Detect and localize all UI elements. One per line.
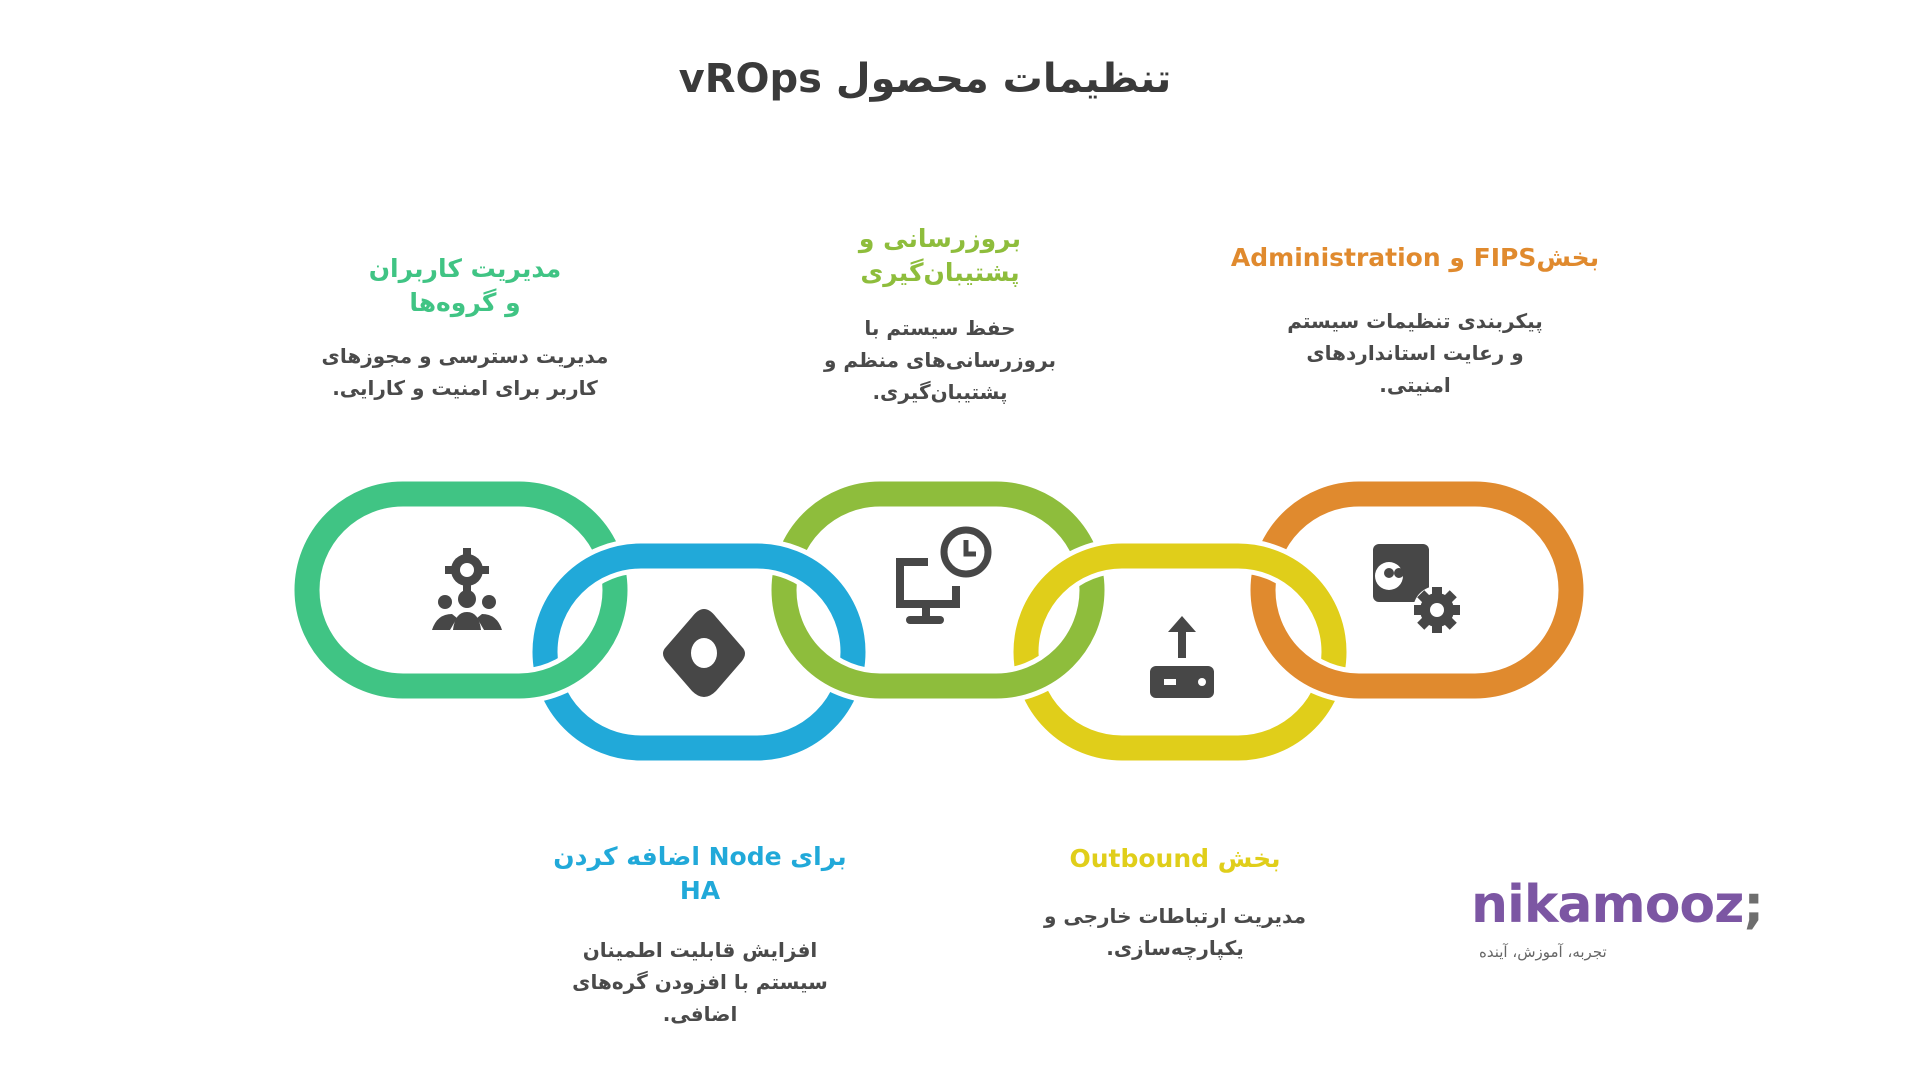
section-body: حفظ سیستم با بروزرسانی‌های منظم و پشتیبا… (823, 316, 1057, 404)
admin-settings-icon (1373, 544, 1461, 634)
section-outbound: بخش Outbound مدیریت ارتباطات خارجی و یکپ… (1025, 842, 1325, 964)
section-body: افزایش قابلیت اطمینان سیستم با افزودن گر… (572, 938, 828, 1026)
logo-tagline: تجربه، آموزش، آینده (1479, 943, 1607, 961)
section-title: بخش Outbound (1069, 844, 1281, 873)
ring-blue (527, 538, 871, 766)
section-body: مدیریت دسترسی و مجوزهای کاربر برای امنیت… (321, 344, 609, 400)
router-upload-icon (1150, 616, 1214, 698)
user-group-gear-icon (432, 548, 502, 630)
ring-orange-overlap (1251, 625, 1583, 704)
ring-lime-overlap (772, 625, 1104, 704)
section-title: مدیریت کاربران و گروه‌ها (368, 254, 562, 317)
logo-name: nikamooz (1471, 875, 1744, 935)
page-title: تنظیمات محصول vROps (678, 56, 1172, 102)
section-title: برای Node اضافه کردن HA (553, 842, 847, 905)
section-fips-admin: بخشFIPS و Administration پیکربندی تنظیما… (1230, 241, 1600, 401)
section-ha-node: برای Node اضافه کردن HA افزایش قابلیت اط… (550, 840, 850, 1030)
section-title: بخشFIPS و Administration (1230, 243, 1600, 272)
diamond-node-icon (663, 609, 745, 697)
nikamooz-logo: nikamooz; تجربه، آموزش، آینده (1471, 872, 1764, 962)
ring-yellow (1008, 538, 1352, 766)
section-updates-backup: بروزرسانی و پشتیبان‌گیری حفظ سیستم با بر… (790, 222, 1090, 408)
section-user-management: مدیریت کاربران و گروه‌ها مدیریت دسترسی و… (300, 252, 630, 404)
section-body: پیکربندی تنظیمات سیستم و رعایت استاندارد… (1287, 309, 1543, 397)
section-body: مدیریت ارتباطات خارجی و یکپارچه‌سازی. (1044, 904, 1306, 960)
logo-semicolon: ; (1743, 875, 1764, 935)
ring-green-overlap (295, 625, 627, 704)
section-title: بروزرسانی و پشتیبان‌گیری (858, 224, 1022, 287)
monitor-clock-icon (896, 526, 992, 624)
